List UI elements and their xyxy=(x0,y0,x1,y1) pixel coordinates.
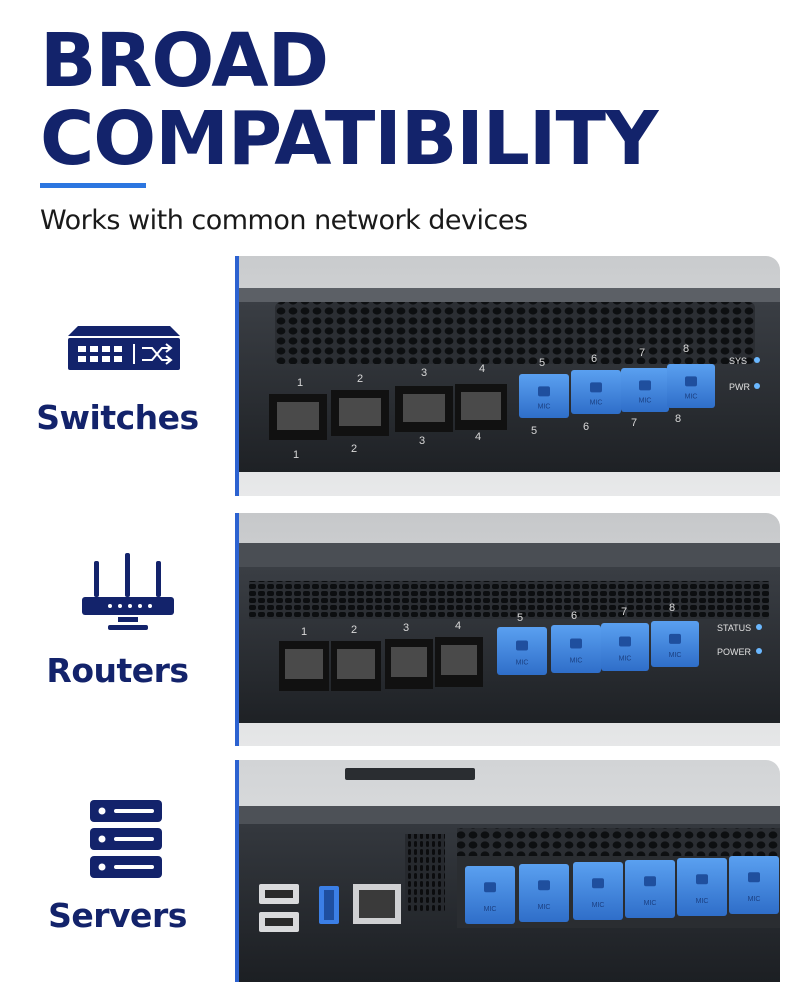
sfp-marking: MIC xyxy=(538,403,551,410)
device-label-servers: Servers xyxy=(48,896,187,935)
svg-text:5: 5 xyxy=(517,612,523,624)
sfp-latch xyxy=(484,882,496,893)
title-line-1: BROAD xyxy=(40,18,329,104)
sfp-latch xyxy=(538,386,550,397)
device-row-switches: Switches xyxy=(0,256,800,496)
svg-text:7: 7 xyxy=(631,417,637,429)
svg-text:2: 2 xyxy=(357,373,363,385)
svg-text:8: 8 xyxy=(675,413,681,425)
svg-text:1: 1 xyxy=(301,626,307,638)
sfp-latch xyxy=(644,876,656,887)
sfp-marking: MIC xyxy=(639,397,652,404)
server-sfp-ports: MIC MIC MIC MIC MIC MIC xyxy=(465,856,779,924)
sfp-latch xyxy=(590,382,602,393)
svg-text:5: 5 xyxy=(531,425,537,437)
sfp-marking: MIC xyxy=(592,902,605,909)
sfp-latch xyxy=(696,874,708,885)
svg-text:4: 4 xyxy=(475,431,481,443)
svg-text:6: 6 xyxy=(571,610,577,622)
svg-text:POWER: POWER xyxy=(717,647,752,657)
router-sfp-ports: MIC MIC MIC MIC xyxy=(497,621,699,675)
sfp-latch xyxy=(685,376,697,387)
sfp-marking: MIC xyxy=(644,900,657,907)
title-line-2: COMPATIBILITY xyxy=(40,96,659,182)
sfp-marking: MIC xyxy=(696,898,709,905)
svg-text:8: 8 xyxy=(669,602,675,614)
page-title: BROAD COMPATIBILITY xyxy=(40,22,780,178)
router-status-leds: STATUS POWER xyxy=(717,623,762,657)
device-row-servers: Servers xyxy=(0,760,800,982)
svg-text:4: 4 xyxy=(479,363,485,375)
svg-text:4: 4 xyxy=(455,620,461,632)
sfp-latch xyxy=(538,880,550,891)
svg-text:5: 5 xyxy=(539,357,545,369)
device-row-routers: Routers xyxy=(0,513,800,746)
sfp-latch xyxy=(639,380,651,391)
sfp-marking: MIC xyxy=(484,906,497,913)
svg-text:8: 8 xyxy=(683,343,689,355)
title-accent-bar xyxy=(40,183,146,188)
switch-port-labels-top: 1 2 3 4 5 6 7 8 xyxy=(297,343,689,389)
page-subtitle: Works with common network devices xyxy=(40,205,528,236)
sfp-marking: MIC xyxy=(685,393,698,400)
svg-text:7: 7 xyxy=(639,347,645,359)
device-label-routers: Routers xyxy=(46,651,189,690)
switch-port-labels-bottom: 1 2 3 4 5 6 7 8 xyxy=(293,413,681,461)
sfp-latch xyxy=(748,872,760,883)
server-photo: MIC MIC MIC MIC MIC MIC xyxy=(235,760,780,982)
router-port-labels: 1 2 3 4 5 6 7 8 xyxy=(301,602,675,638)
svg-text:6: 6 xyxy=(591,353,597,365)
sfp-latch xyxy=(619,636,631,647)
server-usb-ports xyxy=(259,884,339,932)
sfp-marking: MIC xyxy=(516,659,529,666)
sfp-marking: MIC xyxy=(590,399,603,406)
sfp-latch xyxy=(592,878,604,889)
sfp-marking: MIC xyxy=(748,896,761,903)
switch-sfp-ports: MIC MIC MIC MIC xyxy=(519,364,715,418)
server-rack-icon xyxy=(90,800,162,878)
svg-text:1: 1 xyxy=(297,377,303,389)
svg-text:1: 1 xyxy=(293,449,299,461)
svg-text:6: 6 xyxy=(583,421,589,433)
svg-text:2: 2 xyxy=(351,443,357,455)
switch-status-leds: SYS PWR xyxy=(729,356,760,392)
sfp-latch xyxy=(669,633,681,644)
router-rj45-ports xyxy=(279,637,483,691)
switch-photo: MIC MIC MIC MIC 1 2 3 4 5 6 7 8 1 2 3 4 5 6… xyxy=(235,256,780,496)
svg-text:2: 2 xyxy=(351,624,357,636)
svg-text:3: 3 xyxy=(403,622,409,634)
svg-text:3: 3 xyxy=(419,435,425,447)
sfp-marking: MIC xyxy=(619,655,632,662)
sfp-marking: MIC xyxy=(669,652,682,659)
device-label-switches: Switches xyxy=(36,398,199,437)
server-rj45-port xyxy=(353,884,401,924)
svg-text:STATUS: STATUS xyxy=(717,623,751,633)
svg-text:SYS: SYS xyxy=(729,356,747,366)
sfp-latch xyxy=(516,640,528,651)
network-switch-icon xyxy=(68,326,180,370)
sfp-marking: MIC xyxy=(538,904,551,911)
sfp-latch xyxy=(570,638,582,649)
router-photo: MIC MIC MIC MIC 1 2 3 4 5 6 7 8 STATUS POWE… xyxy=(235,513,780,746)
svg-text:PWR: PWR xyxy=(729,382,750,392)
sfp-marking: MIC xyxy=(570,657,583,664)
svg-text:7: 7 xyxy=(621,606,627,618)
wifi-router-icon xyxy=(82,553,174,630)
svg-text:3: 3 xyxy=(421,367,427,379)
switch-rj45-ports xyxy=(269,384,507,440)
